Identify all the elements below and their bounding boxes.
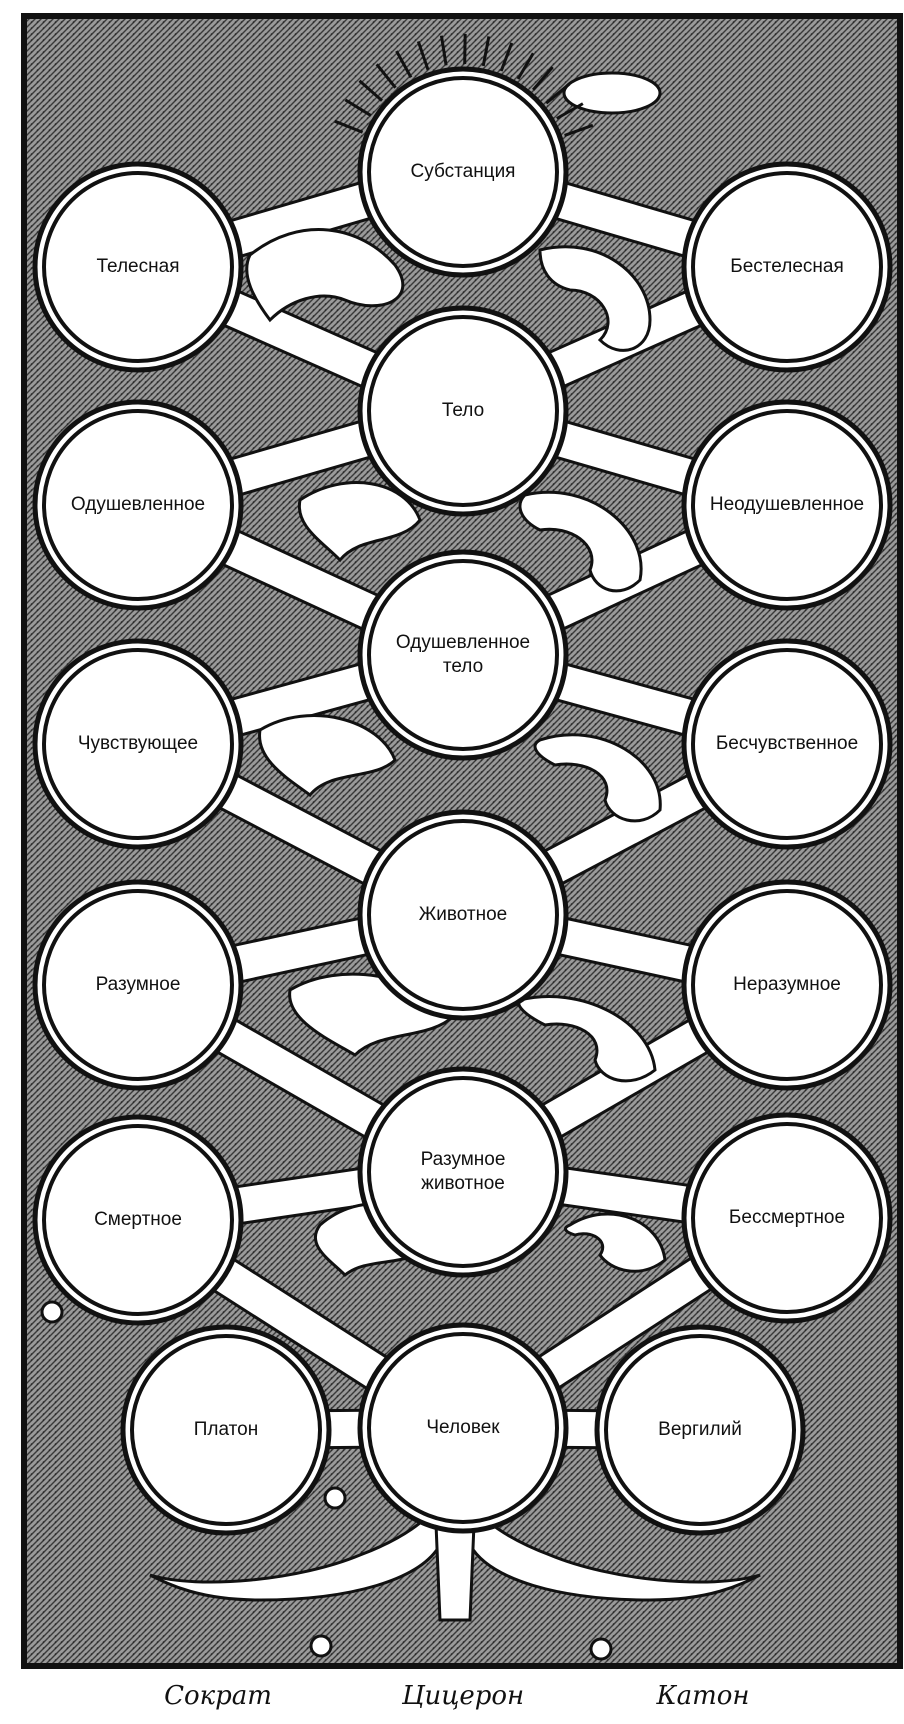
node-label: Животное (419, 904, 508, 925)
node-sensitive: Чувствующее (35, 641, 241, 847)
node-inner-ring (369, 561, 557, 749)
decorative-dot (311, 1636, 331, 1656)
node-rational-animal: Разумное животное (360, 1069, 566, 1275)
node-inanimate: Неодушевленное (684, 402, 890, 608)
node-insensitive: Бесчувственное (684, 641, 890, 847)
node-substance: Субстанция (360, 69, 566, 275)
node-label: Одушевленное (71, 494, 205, 515)
node-plato: Платон (123, 1327, 329, 1533)
node-label: Чувствующее (78, 733, 198, 754)
node-living-body: Одушевленное тело (360, 552, 566, 758)
node-label: Бестелесная (730, 256, 843, 277)
node-label: Одушевленное (396, 632, 530, 653)
node-corporeal: Телесная (35, 164, 241, 370)
caption-cato: Катон (655, 1681, 749, 1711)
caption-socrates: Сократ (164, 1681, 272, 1711)
node-virgil: Вергилий (597, 1327, 803, 1533)
node-label: Субстанция (411, 161, 516, 182)
node-label: Неодушевленное (710, 494, 864, 515)
node-label: Разумное (96, 974, 181, 995)
decorative-dot (42, 1302, 62, 1322)
node-label: тело (443, 656, 483, 677)
decorative-dot (591, 1639, 611, 1659)
node-mortal: Смертное (35, 1117, 241, 1323)
node-label: Платон (194, 1419, 258, 1440)
node-label: Человек (426, 1417, 500, 1438)
node-label: Бесчувственное (716, 733, 858, 754)
node-rational: Разумное (35, 882, 241, 1088)
node-irrational: Неразумное (684, 882, 890, 1088)
node-human: Человек (360, 1325, 566, 1531)
node-incorporeal: Бестелесная (684, 164, 890, 370)
node-animate: Одушевленное (35, 402, 241, 608)
caption-cicero: Цицерон (401, 1681, 524, 1711)
node-label: Неразумное (733, 974, 841, 995)
node-inner-ring (369, 1078, 557, 1266)
node-immortal: Бессмертное (684, 1115, 890, 1321)
captions: Сократ Цицерон Катон (164, 1681, 749, 1711)
node-label: Разумное (421, 1149, 506, 1170)
node-label: Тело (442, 400, 484, 421)
node-label: Телесная (97, 256, 180, 277)
decorative-dot (325, 1488, 345, 1508)
node-body: Тело (360, 308, 566, 514)
node-label: Вергилий (658, 1419, 742, 1440)
node-animal: Животное (360, 812, 566, 1018)
node-label: Бессмертное (729, 1207, 845, 1228)
node-label: Смертное (94, 1209, 182, 1230)
node-label: животное (421, 1173, 505, 1194)
